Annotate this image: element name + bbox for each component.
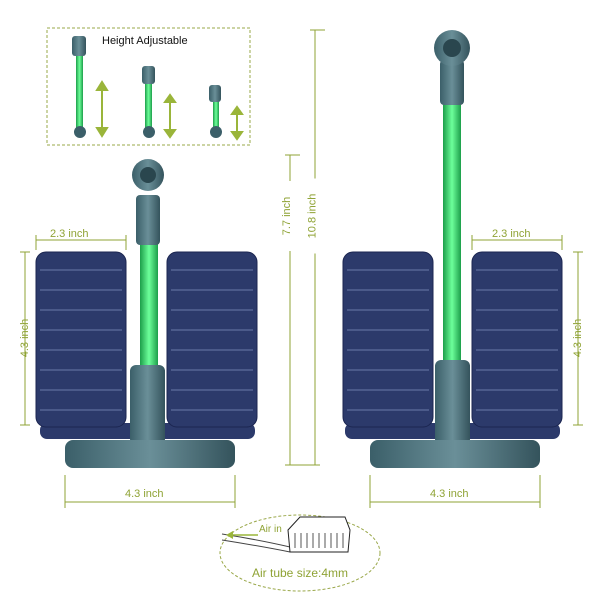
left-sponge-filter [35,159,258,468]
right-sponge-filter [342,30,563,468]
air-pump [219,514,381,592]
right-sponge-width-label: 2.3 inch [492,228,531,240]
height-adjustable-inset [46,27,251,146]
left-base-width-label: 4.3 inch [125,488,164,500]
right-base-width-label: 4.3 inch [430,488,469,500]
air-tube-size-label: Air tube size:4mm [252,566,349,580]
height-adjustable-title: Height Adjustable [102,35,188,47]
right-sponge-height-label: 4.3 inch [572,318,584,358]
left-sponge-width-label: 2.3 inch [50,228,89,240]
left-sponge-height-label: 4.3 inch [19,318,31,358]
max-height-label: 10.8 inch [306,178,319,254]
air-in-label: Air in [259,524,282,535]
min-height-label: 7.7 inch [281,181,293,251]
